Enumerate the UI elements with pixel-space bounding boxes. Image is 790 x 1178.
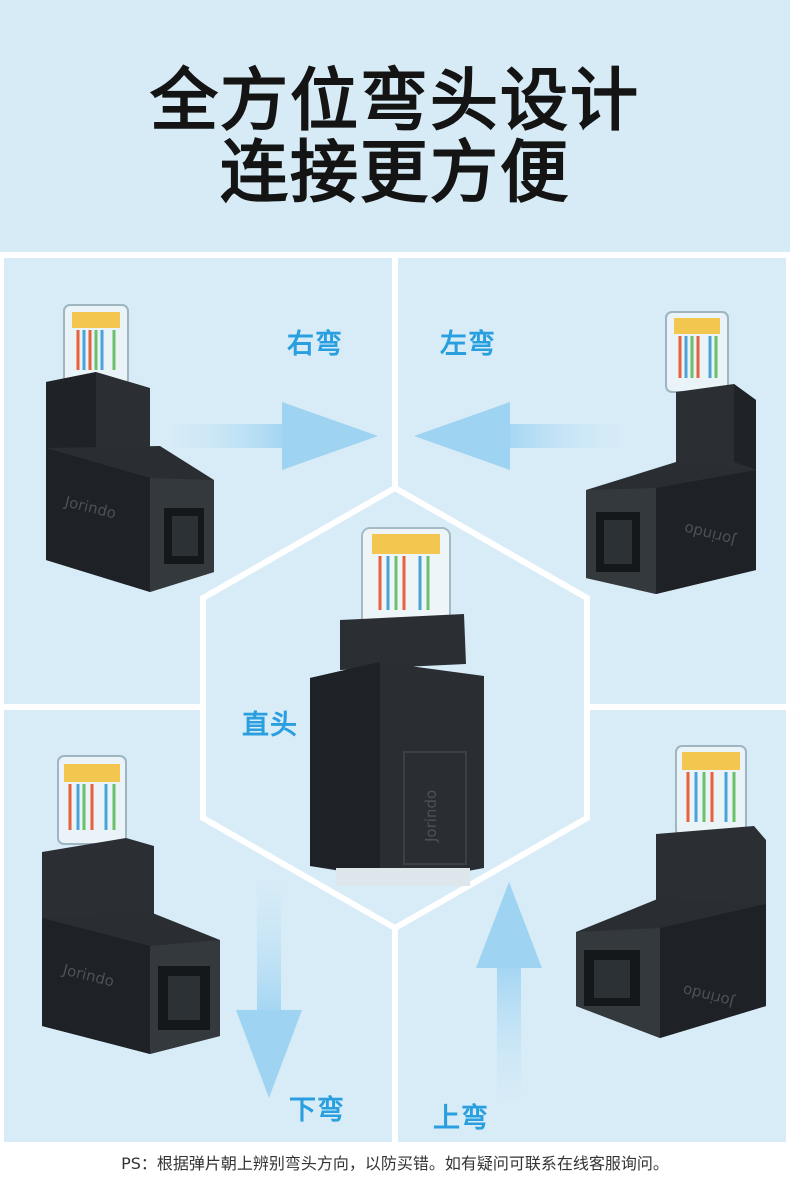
up-bend-adapter-image [576, 745, 766, 1038]
arrow-up-icon [476, 882, 542, 1100]
arrow-left-icon [414, 402, 620, 470]
footer-note: PS：根据弹片朝上辨别弯头方向，以防买错。如有疑问可联系在线客服询问。 [121, 1154, 669, 1173]
arrow-down-icon [236, 880, 302, 1098]
arrow-right-icon [170, 402, 378, 470]
hero-banner: 全方位弯头设计 连接更方便 [0, 0, 790, 252]
down-bend-adapter-image [42, 755, 220, 1054]
straight-adapter-image [310, 527, 484, 886]
label-up-bend: 上弯 [433, 1103, 489, 1134]
headline-line-1: 全方位弯头设计 [149, 62, 640, 141]
headline-line-2: 连接更方便 [219, 134, 570, 213]
right-bend-adapter-image [46, 304, 214, 592]
left-bend-adapter-image [586, 311, 756, 594]
brand-engraving: Jorindo [422, 790, 440, 843]
label-down-bend: 下弯 [289, 1095, 345, 1126]
label-straight: 直头 [242, 710, 298, 741]
label-left-bend: 左弯 [440, 329, 496, 360]
label-right-bend: 右弯 [287, 329, 343, 360]
